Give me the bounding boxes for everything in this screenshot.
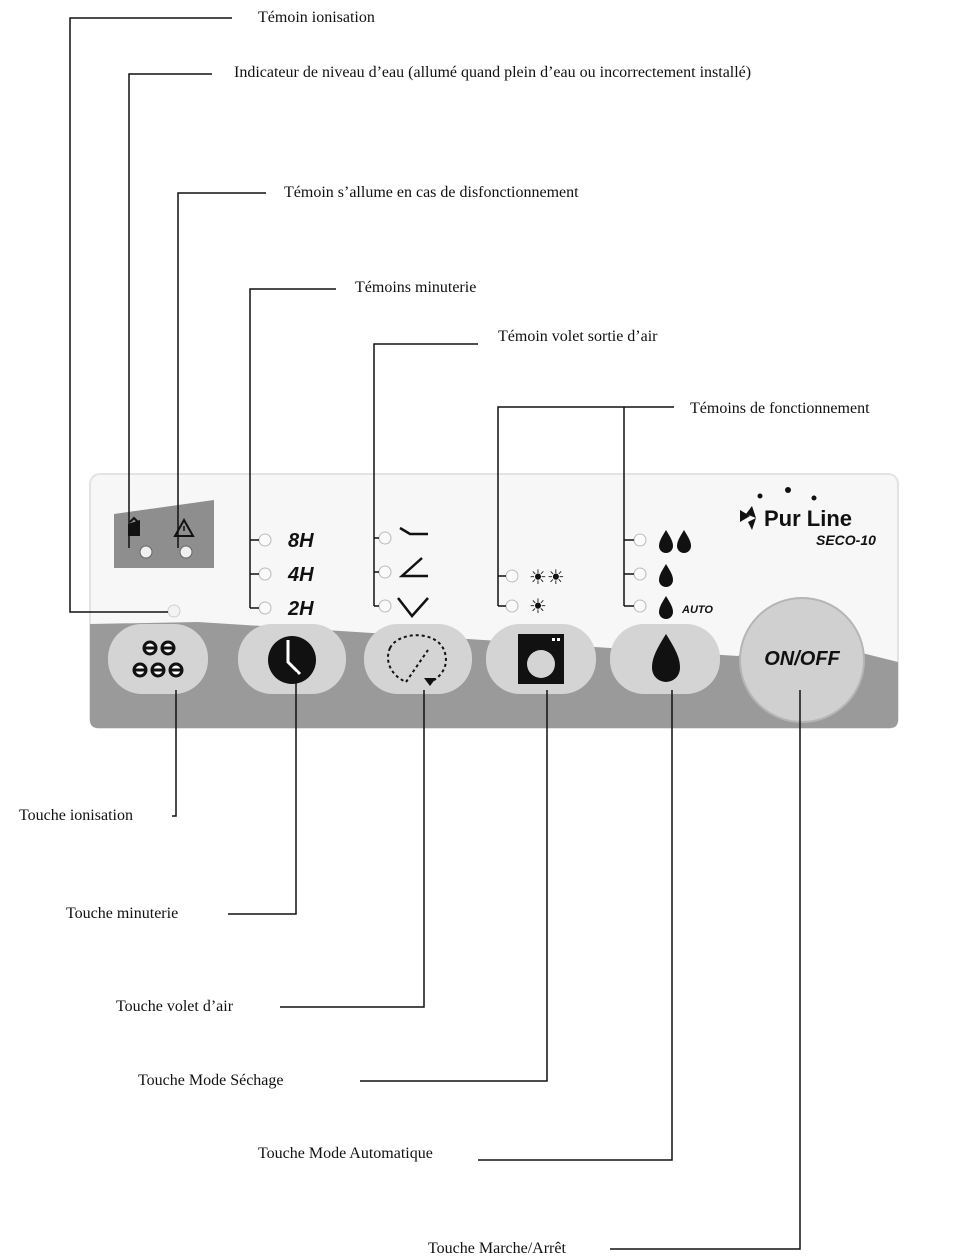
leader-operation-a	[497, 406, 674, 606]
flap-button-shape	[364, 624, 472, 694]
flap-v-icon	[397, 597, 429, 618]
leader-ionisation-button	[172, 690, 177, 817]
sun-led-group	[505, 569, 519, 613]
timer-led-group	[258, 533, 272, 615]
drop-button-icon	[652, 634, 680, 682]
clock-icon	[268, 636, 316, 684]
timer-led-8h: 8H	[288, 530, 314, 552]
timer-led-2h: 2H	[288, 598, 314, 620]
leader-air-flap-button	[280, 690, 425, 1008]
leader-timer-button	[228, 672, 297, 915]
leader-power-button	[610, 690, 801, 1250]
flap-angle-icon	[398, 557, 428, 578]
drop-led-group	[633, 533, 647, 613]
drop-auto-icon	[659, 596, 673, 619]
control-panel: ☀☀ ☀	[88, 472, 900, 732]
drop-icon	[659, 564, 673, 587]
swing-arrow-head	[424, 678, 436, 686]
callout-ionisation-button: Touche ionisation	[19, 807, 133, 824]
sun-double-icon: ☀☀	[529, 565, 565, 589]
leader-dry-mode-button	[360, 690, 548, 1082]
leader-air-flap	[373, 343, 478, 606]
callout-timer-button: Touche minuterie	[66, 905, 179, 922]
leader-water-level	[128, 73, 212, 548]
drop-double-icon	[659, 530, 691, 553]
power-button-shape	[739, 597, 865, 723]
power-button-label: ON/OFF	[764, 648, 840, 670]
callout-ionisation-indicator: Témoin ionisation	[258, 9, 375, 26]
leader-timer	[249, 288, 336, 608]
swing-arrows-icon	[387, 634, 447, 683]
timer-led-4h: 4H	[288, 564, 314, 586]
fan-logo-icon	[740, 487, 817, 530]
callout-operation-indicators: Témoins de fonctionnement	[690, 400, 870, 417]
callout-power-button: Touche Marche/Arrêt	[428, 1240, 566, 1257]
brand-name: Pur Line	[764, 506, 853, 531]
flap-down-icon	[399, 526, 428, 536]
sun-icon: ☀	[529, 594, 547, 618]
ionisation-led	[167, 604, 181, 618]
callout-air-flap-indicator: Témoin volet sortie d’air	[498, 328, 658, 345]
fault-led	[179, 545, 193, 559]
callout-water-level: Indicateur de niveau d’eau (allumé quand…	[234, 64, 752, 81]
leader-auto-mode-button	[478, 690, 673, 1161]
model-name: SECO-10	[816, 532, 876, 548]
leader-ionisation-indicator	[69, 17, 232, 613]
callout-fault-indicator: Témoin s’allume en cas de disfonctionnem…	[284, 184, 579, 201]
dry-mode-icon	[518, 634, 564, 684]
ionisation-button-shape	[108, 624, 208, 694]
water-level-led	[139, 545, 153, 559]
panel-leader-lines	[250, 537, 634, 609]
leader-fault	[177, 192, 266, 548]
callout-dry-mode-button: Touche Mode Séchage	[138, 1072, 284, 1089]
auto-label: AUTO	[682, 604, 713, 616]
warning-icon	[173, 517, 195, 537]
callout-air-flap-button: Touche volet d’air	[116, 998, 234, 1015]
water-tank-icon	[128, 516, 140, 536]
control-panel-graphic: ☀☀ ☀	[89, 473, 899, 729]
callout-auto-mode-button: Touche Mode Automatique	[258, 1145, 433, 1162]
callout-timer-indicators: Témoins minuterie	[355, 279, 477, 296]
